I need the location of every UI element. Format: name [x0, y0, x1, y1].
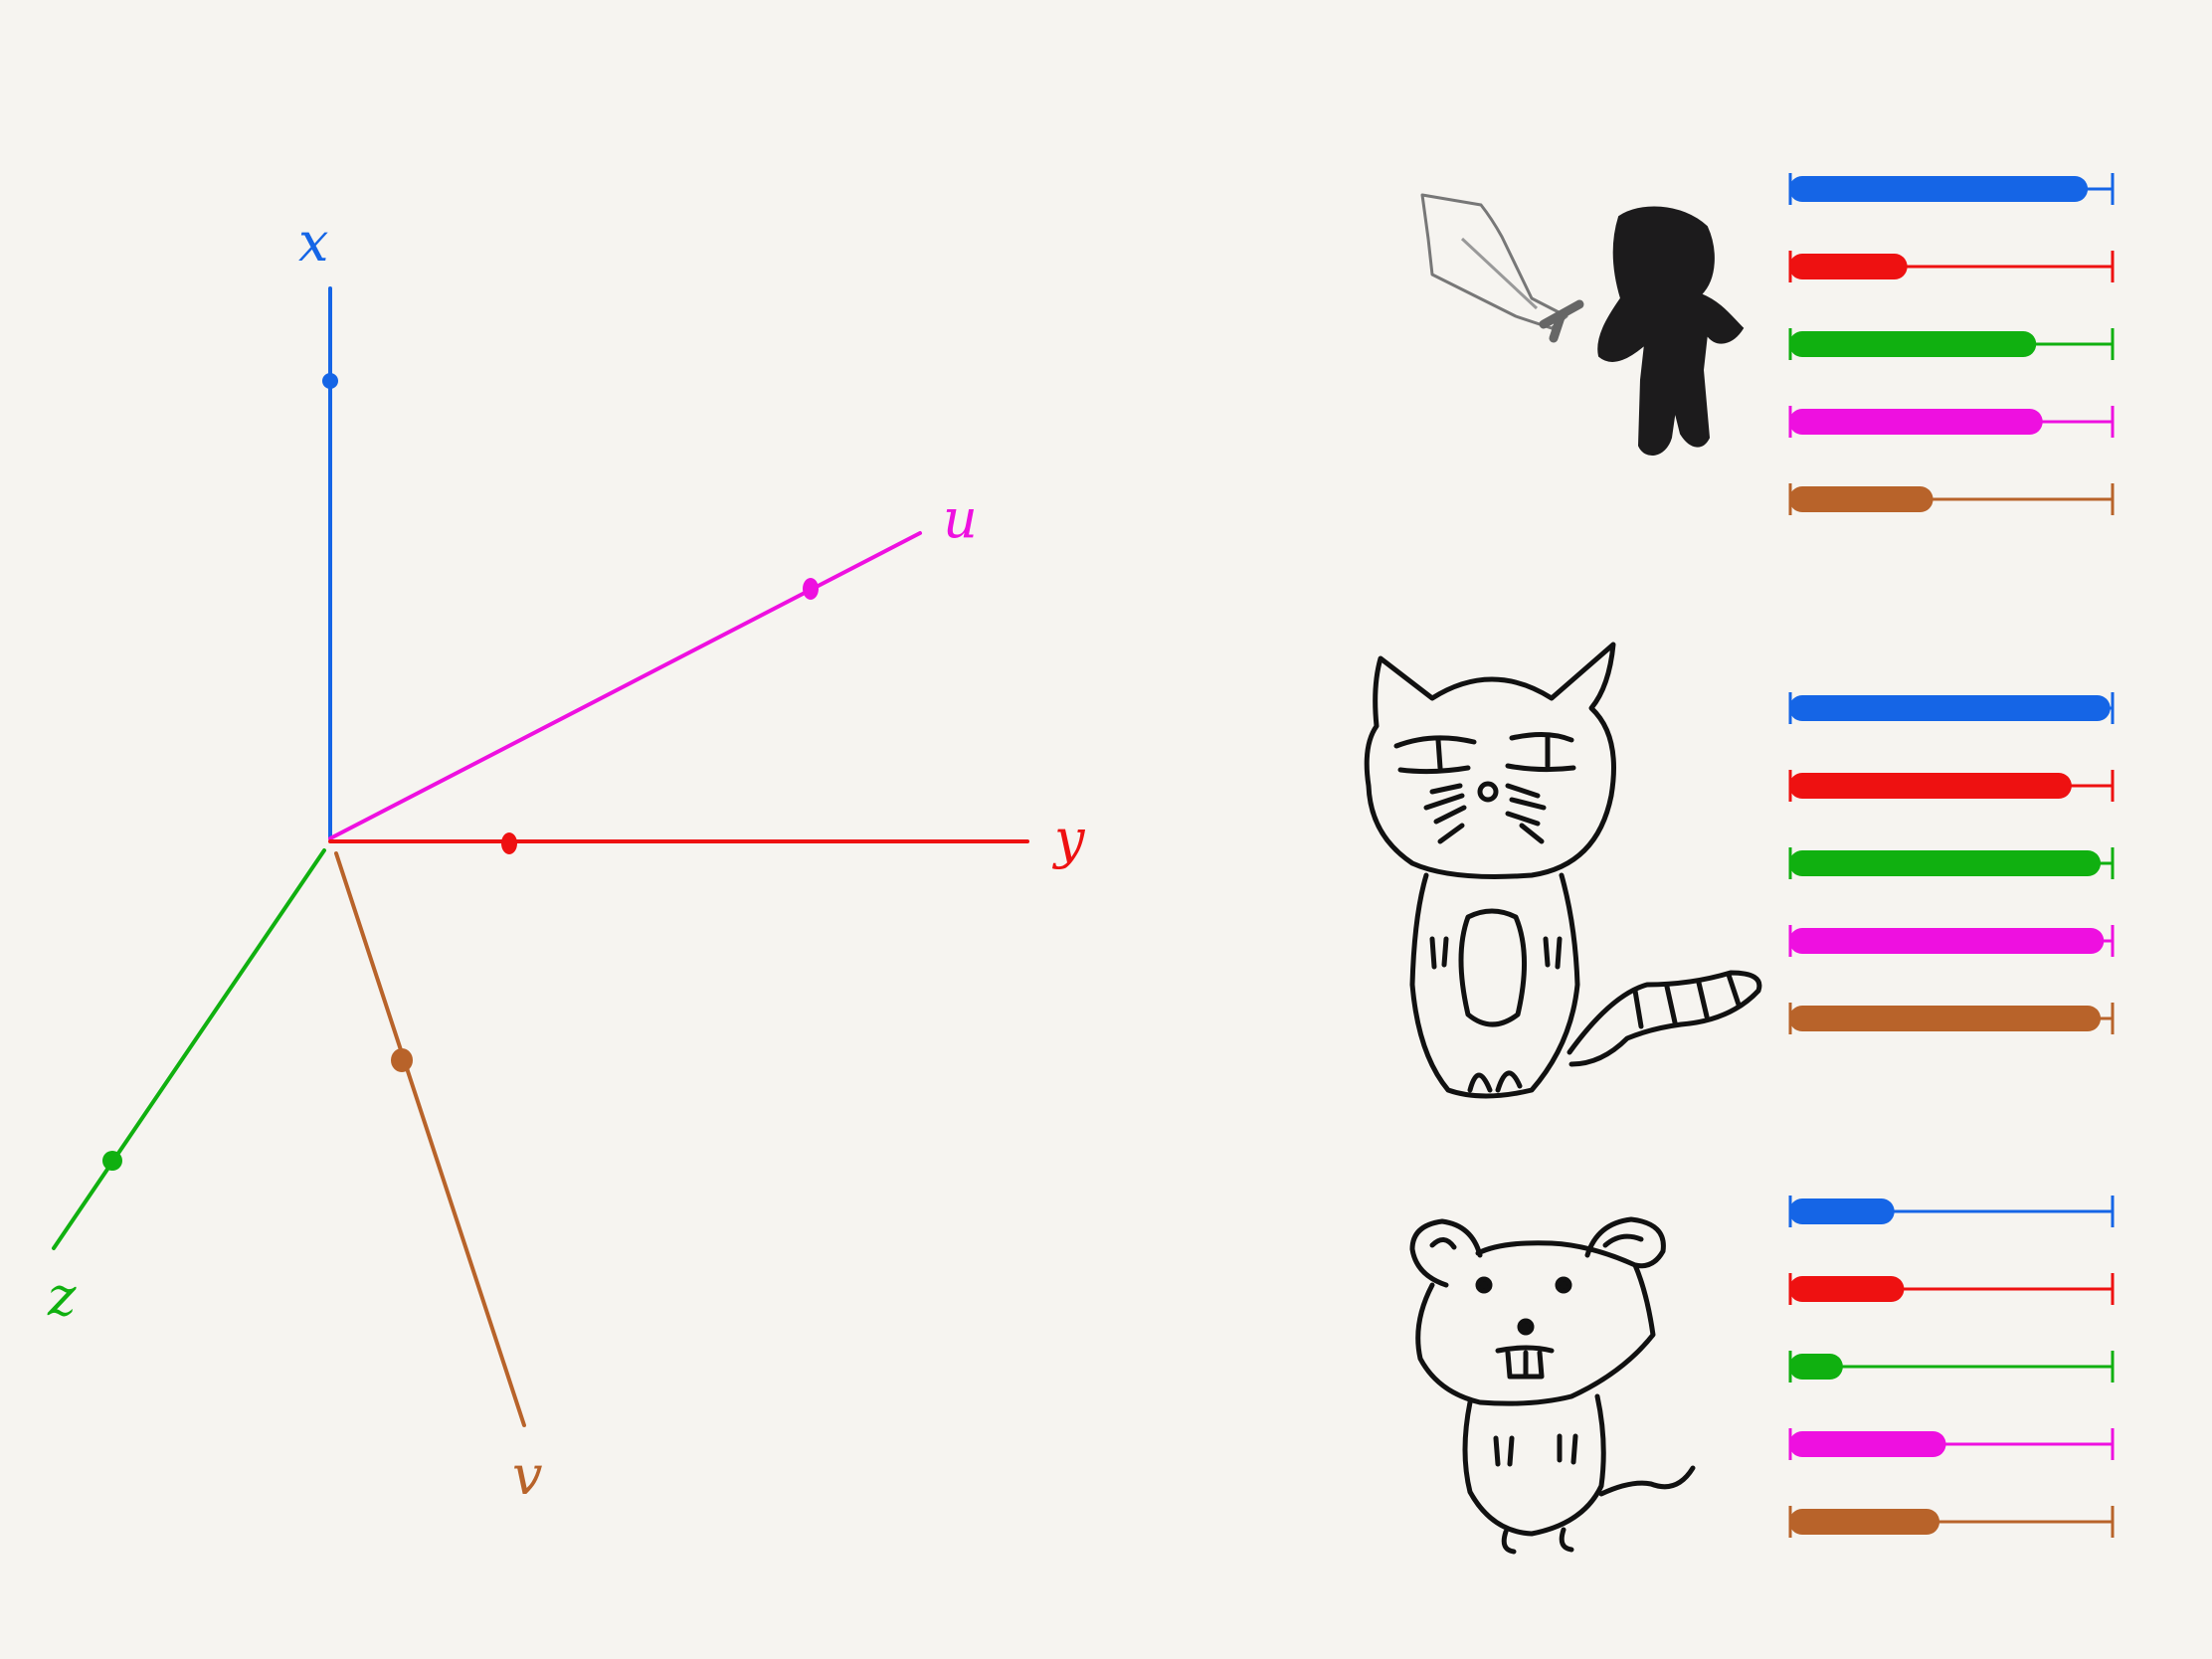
- sword-guard-icon: [1539, 299, 1584, 343]
- cat-belly-icon: [1458, 908, 1528, 1027]
- cat-head-icon: [1364, 642, 1616, 879]
- axis-v: v: [334, 851, 543, 1507]
- mouse-tail-icon: [1598, 1465, 1696, 1497]
- axis-y: y: [328, 808, 1086, 870]
- cat-body-icon: [1409, 872, 1580, 1099]
- axis-x-label: x: [298, 211, 328, 274]
- cat-doodle: [1364, 642, 1762, 1099]
- cat-eyes-icon: [1393, 732, 1576, 775]
- axis-u: u: [328, 487, 978, 840]
- axis-v-label: v: [512, 1444, 543, 1507]
- axis-x: x: [298, 211, 338, 840]
- mouse-nose-icon: [1517, 1318, 1535, 1336]
- cat-nose-icon: [1477, 781, 1499, 803]
- mouse-ears-icon: [1409, 1216, 1666, 1288]
- mouse-doodle: [1409, 1216, 1696, 1555]
- cat-paws-icon: [1429, 936, 1563, 1093]
- cat-tail-icon: [1567, 970, 1762, 1067]
- axis-u-label: u: [943, 487, 978, 550]
- sword-fuller-icon: [1460, 237, 1539, 310]
- axis-z-label: z: [47, 1265, 77, 1328]
- swordsman-doodle: [1420, 193, 1745, 456]
- axis-z-line: [52, 848, 326, 1250]
- axis-y-dot: [501, 832, 517, 854]
- axis-x-dot: [322, 373, 338, 389]
- mouse-ear-inner-icon: [1429, 1233, 1644, 1250]
- cat-stat-bars: [1788, 692, 2115, 1034]
- mouse-paws-icon: [1493, 1433, 1578, 1555]
- cat-whiskers-icon: [1423, 783, 1547, 844]
- sword-icon: [1420, 193, 1568, 330]
- mouse-head-icon: [1415, 1240, 1656, 1406]
- mouse-teeth-icon: [1495, 1345, 1555, 1380]
- axis-v-dot: [391, 1048, 413, 1072]
- stat-bars: [1788, 173, 2115, 1538]
- axis-z-dot: [102, 1151, 122, 1171]
- axis-u-line: [328, 531, 922, 840]
- mouse-body-icon: [1462, 1393, 1606, 1537]
- axes-diagram: x u y z v: [47, 211, 1086, 1507]
- person-silhouette-icon: [1597, 206, 1745, 456]
- axis-z: z: [47, 848, 326, 1328]
- mouse-eye-right-icon: [1555, 1276, 1572, 1294]
- cat-tail-stripes-icon: [1632, 972, 1742, 1029]
- axis-u-dot: [803, 578, 819, 600]
- mouse-stat-bars: [1788, 1196, 2115, 1538]
- axis-v-line: [334, 851, 526, 1427]
- mouse-eye-left-icon: [1475, 1276, 1493, 1294]
- axis-y-label: y: [1052, 808, 1086, 870]
- swordsman-stat-bars: [1788, 173, 2115, 515]
